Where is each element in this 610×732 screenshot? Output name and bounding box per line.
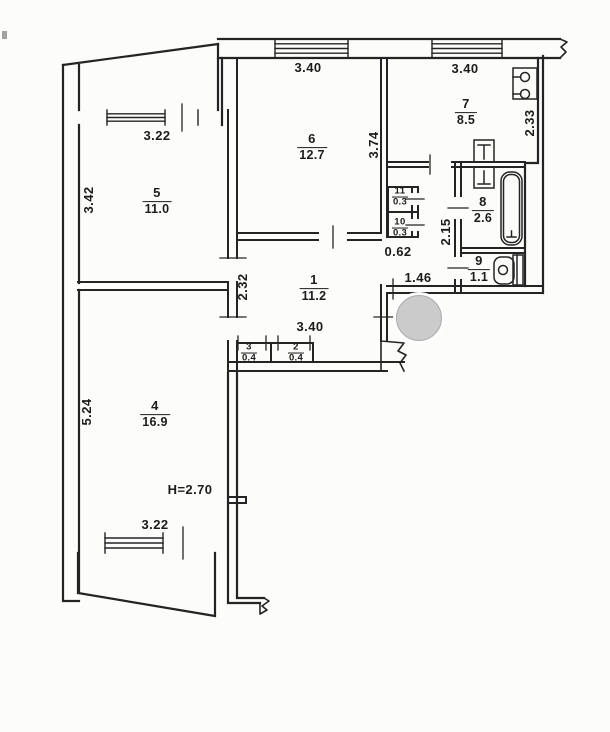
room-number: 1	[310, 272, 318, 288]
dimension-label: 2.32	[235, 273, 251, 301]
room-number: 11	[394, 185, 406, 197]
scan-speck	[2, 31, 7, 39]
room-area: 11.2	[299, 287, 329, 303]
room-number: 8	[479, 194, 487, 210]
room-number: 4	[151, 398, 159, 414]
outer-walls	[61, 37, 562, 618]
bathtub-icon	[500, 171, 523, 246]
dimension-label: 3.40	[451, 61, 479, 77]
toilet-icon	[493, 254, 524, 286]
dimension-label: 3.40	[296, 319, 324, 335]
room-number: 10	[394, 216, 406, 228]
room-area: 11.0	[142, 200, 172, 216]
dimension-label: 5.24	[79, 398, 95, 426]
room-area: 0.3	[391, 196, 409, 208]
room-area: 12.7	[297, 146, 327, 162]
room-number: 3	[246, 341, 252, 353]
room-number: 9	[475, 253, 483, 269]
room-number: 2	[293, 341, 299, 353]
dimension-label: 3.40	[294, 60, 322, 76]
sink-icon	[473, 139, 495, 189]
room-area: 16.9	[140, 413, 170, 429]
dimension-label: 3.42	[81, 186, 97, 214]
dimension-label: 0.62	[384, 244, 412, 260]
dimension-label: 2.15	[438, 218, 454, 246]
entrance-door-break	[380, 340, 407, 373]
door-ticks	[181, 103, 469, 560]
dimension-label: 2.33	[522, 109, 538, 137]
stove-icon	[512, 67, 538, 100]
top-right-break	[558, 37, 568, 60]
room-area: 2.6	[471, 209, 495, 225]
dimension-label: 3.22	[143, 128, 171, 144]
window-hatches	[104, 38, 503, 554]
room-area: 8.5	[454, 111, 478, 127]
room-area: 1.1	[467, 268, 491, 284]
wall-break-symbols	[259, 37, 568, 615]
room-number: 7	[462, 96, 470, 112]
interior-walls	[77, 57, 544, 504]
bottom-right-break	[259, 596, 270, 615]
room-area: 0.4	[287, 352, 305, 364]
room-number: 6	[308, 131, 316, 147]
room-area: 0.3	[391, 227, 409, 239]
dimension-label: H=2.70	[167, 482, 213, 498]
room-area: 0.4	[240, 352, 258, 364]
dimension-label: 3.22	[141, 517, 169, 533]
room-number: 5	[153, 185, 161, 201]
dimension-label: 1.46	[404, 270, 432, 286]
dimension-label: 3.74	[366, 131, 382, 159]
watermark-circle	[396, 295, 442, 341]
